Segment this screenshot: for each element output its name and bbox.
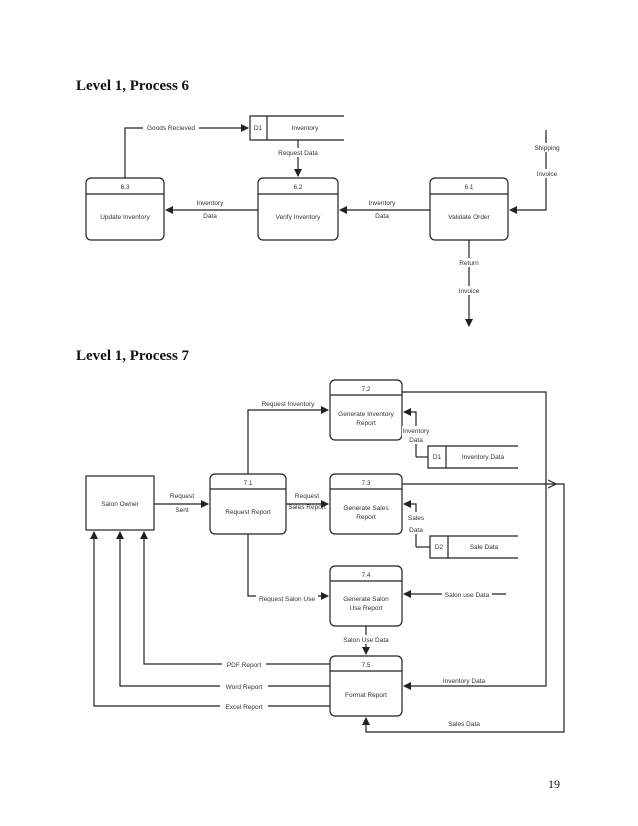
process-6-3-id: 6.3 [120,184,129,191]
label-inventory-data-2b: Data [375,213,389,220]
label-goods-received: Goods Recieved [147,125,195,132]
flow-pdf-report [140,531,330,665]
process-7-2-name-line2: Report [356,420,376,427]
flow-sales-data-to-format [362,483,565,733]
datastore-7-d2-name: Sale Data [470,544,499,551]
flow-request-inventory [247,406,329,474]
label-shipping: Shipping [534,145,560,152]
label-inventory-data-right: Inventory Data [443,678,486,685]
label-inventory-data-1a: Inventory [197,200,224,207]
process-7-5-id: 7.5 [361,662,370,669]
label-request-salon-use: Request Salon Use [259,596,315,603]
heading-level1-process7: Level 1, Process 7 [76,348,190,364]
process-7-5: 7.5 Format Report [329,655,403,717]
entity-salon-owner: Salon Owner [85,475,155,531]
label-invoice-out: Invoice [459,288,480,295]
label-request-sales-a: Request [295,493,319,500]
process-7-2-id: 7.2 [361,386,370,393]
process-7-1: 7.1 Request Report [209,473,287,535]
process-6-3-name: Update Inventory [100,214,150,221]
label-request-sent-b: Sent [175,507,189,514]
process-6-3: 6.3 Update Inventory [85,177,165,241]
process-7-1-id: 7.1 [243,480,252,487]
label-request-inventory: Request Inventory [262,401,316,408]
process-6-2-id: 6.2 [293,184,302,191]
label-sales-data-b: Data [409,527,423,534]
flow-request-salon-use [247,534,329,600]
label-inventory-data-b: Data [409,437,423,444]
process-7-2-name-line1: Generate Inventory [338,411,394,418]
process-7-4-name-line1: Generate Salon [343,596,389,603]
process-7-5-name: Format Report [345,692,387,699]
flow-excel-report [90,531,330,707]
page-number: 19 [548,777,560,791]
datastore-d1-name: Inventory [292,125,319,132]
datastore-7-d1-name: Inventory Data [462,454,505,461]
label-return: Return [459,260,479,267]
process-7-1-name: Request Report [225,509,271,516]
label-request-sent-a: Request [170,493,194,500]
datastore-d1-id: D1 [254,125,263,132]
label-inventory-data-a: Inventory [403,428,430,435]
process-7-3: 7.3 Generate Sales Report [329,473,403,535]
diagram-level1-process6: 6.1 Validate Order 6.2 Verify Inventory … [85,115,563,327]
label-salon-use-data: Salon Use Data [343,637,389,644]
entity-salon-owner-name: Salon Owner [101,501,139,508]
flow-goods-received [124,124,249,178]
label-inventory-data-1b: Data [203,213,217,220]
label-sales-data-bottom: Sales Data [448,721,480,728]
label-salon-use-data-in: Salon use Data [445,592,490,599]
heading-level1-process6: Level 1, Process 6 [76,78,190,94]
datastore-7-d2-id: D2 [435,544,444,551]
process-7-4: 7.4 Generate Salon Use Report [329,565,403,627]
process-6-1-id: 6.1 [464,184,473,191]
label-pdf-report: PDF Report [227,662,262,669]
label-inventory-data-2a: Inventory [369,200,396,207]
label-invoice-in: Invoice [537,171,558,178]
datastore-d2-sale-data: D2 Sale Data [429,535,518,559]
label-request-sales-b: Sales Report [288,504,326,511]
process-7-3-name-line2: Report [356,514,376,521]
label-excel-report: Excel Report [225,704,262,711]
process-7-3-name-line1: Generate Sales [343,505,389,512]
label-word-report: Word Report [226,684,263,691]
datastore-d1-inventory: D1 Inventory [249,115,344,141]
process-6-2-name: Verify Inventory [276,214,322,221]
diagram-level1-process7: Salon Owner 7.1 Request Report 7.2 Gener… [85,379,565,733]
datastore-d1-inventory-data: D1 Inventory Data [427,445,518,469]
process-7-4-name-line2: Use Report [350,605,383,612]
process-6-1-name: Validate Order [448,214,490,221]
process-7-4-id: 7.4 [361,572,370,579]
label-sales-data-a: Sales [408,515,425,522]
process-7-2: 7.2 Generate Inventory Report [329,379,403,441]
process-7-3-id: 7.3 [361,480,370,487]
process-6-1: 6.1 Validate Order [429,177,509,241]
process-6-2: 6.2 Verify Inventory [257,177,339,241]
label-request-data: Request Data [278,150,318,157]
flow-inventory-data-to-format [402,391,547,690]
datastore-7-d1-id: D1 [433,454,442,461]
flow-shipping-invoice-in [509,130,547,214]
